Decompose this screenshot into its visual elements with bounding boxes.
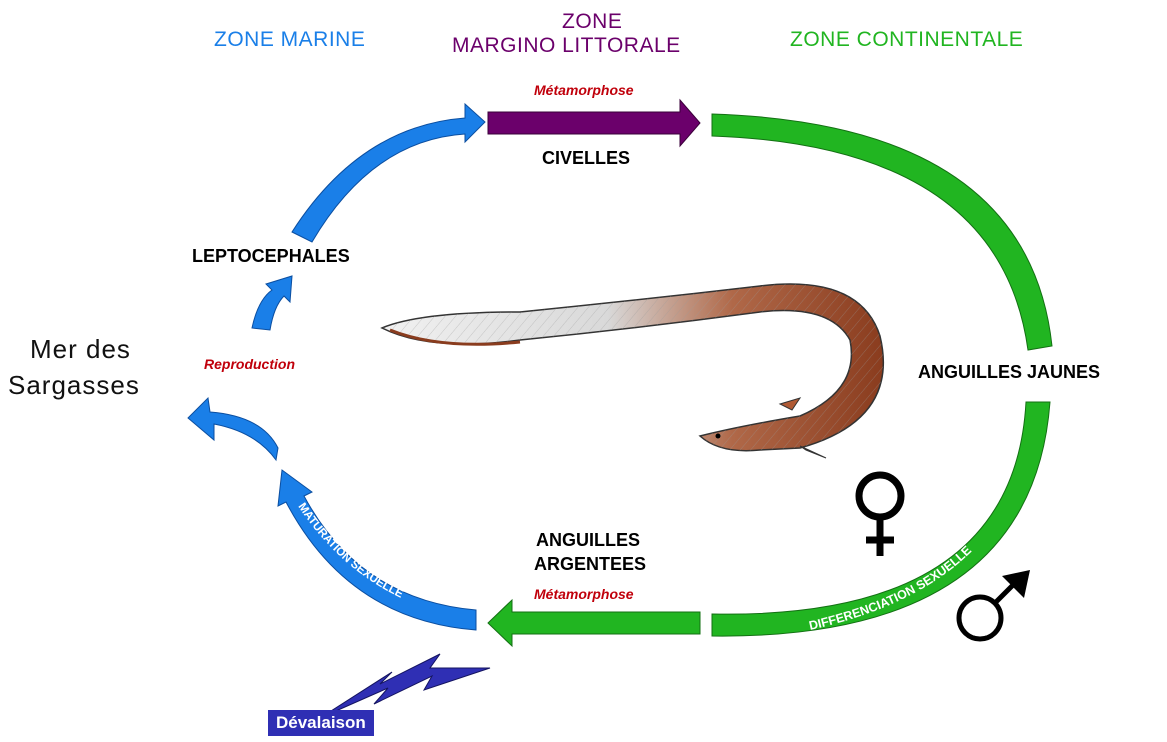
leptocephales-label: LEPTOCEPHALES — [192, 246, 350, 267]
reproduction-label: Reproduction — [204, 356, 295, 372]
male-symbol-icon — [959, 570, 1030, 639]
differenciation-label: DIFFERENCIATION SEXUELLE — [808, 543, 975, 633]
zone-margino-label-line2: MARGINO LITTORALE — [452, 34, 681, 58]
zone-margino-label-line1: ZONE — [562, 10, 622, 34]
anguilles-jaunes-label: ANGUILLES JAUNES — [918, 362, 1100, 383]
mer-des-sargasses-line2: Sargasses — [8, 368, 140, 403]
civelles-arrow — [488, 100, 700, 146]
anguilles-argentees-label-line2: ARGENTEES — [534, 554, 646, 575]
metamorphose-bottom-label: Métamorphose — [534, 586, 634, 602]
marine-arrow-to-sargasses — [188, 398, 278, 460]
maturation-arrow — [278, 470, 476, 630]
anguilles-argentees-label-line1: ANGUILLES — [536, 530, 640, 551]
argentees-arrow — [488, 600, 700, 646]
lightning-icon — [320, 654, 490, 718]
zone-continentale-label: ZONE CONTINENTALE — [790, 28, 1023, 52]
mer-des-sargasses-line1: Mer des — [30, 332, 131, 367]
marine-arrow-upper — [292, 104, 485, 242]
eel-illustration — [382, 284, 883, 458]
marine-arrow-small — [252, 276, 292, 330]
civelles-label: CIVELLES — [542, 148, 630, 169]
female-symbol-icon — [859, 475, 901, 556]
continental-arc-upper — [712, 114, 1052, 350]
maturation-label: MATURATION SEXUELLE — [296, 501, 406, 601]
devalaison-tag: Dévalaison — [268, 710, 374, 736]
metamorphose-top-label: Métamorphose — [534, 82, 634, 98]
zone-marine-label: ZONE MARINE — [214, 28, 365, 52]
